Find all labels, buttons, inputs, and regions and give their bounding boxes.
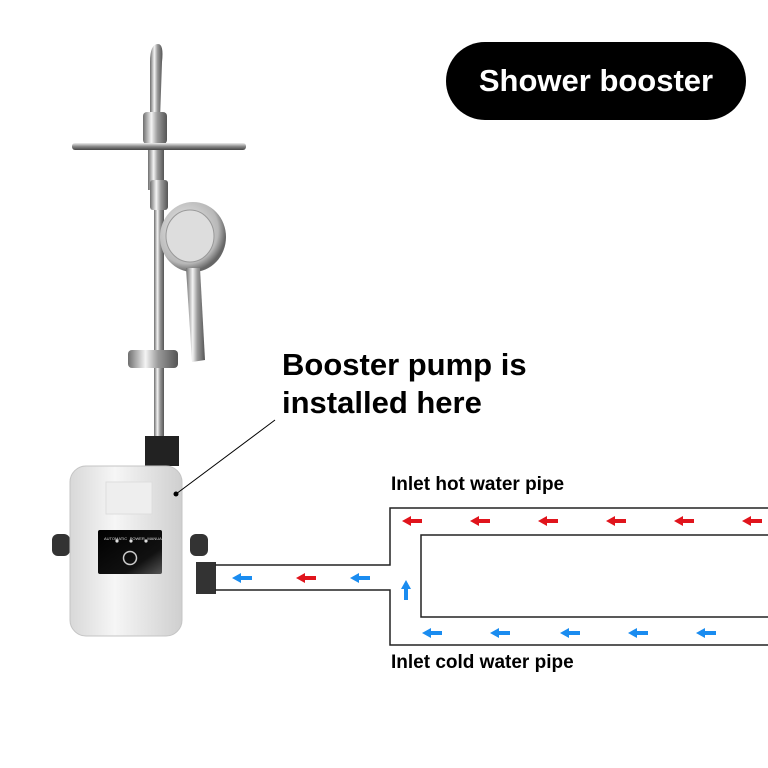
cold-flow-arrow-icon	[560, 628, 580, 638]
callout-line-2: installed here	[282, 385, 482, 420]
cold-flow-arrow-icon	[628, 628, 648, 638]
callout-dot	[173, 491, 179, 497]
cold-flow-up-arrow-icon	[401, 580, 411, 600]
pipe-outline	[215, 507, 768, 646]
hot-flow-arrow-icon	[296, 573, 316, 583]
hot-flow-arrow-icon	[674, 516, 694, 526]
pump-indicator-labels: AUTOMATIC POWER MANUAL	[104, 536, 164, 541]
cold-flow-arrow-icon	[232, 573, 252, 583]
hot-flow-arrow-icon	[402, 516, 422, 526]
pump-power-button[interactable]	[122, 550, 138, 566]
cold-pipe-label: Inlet cold water pipe	[391, 652, 574, 673]
indicator-automatic: AUTOMATIC	[104, 536, 128, 541]
indicator-manual: MANUAL	[147, 536, 164, 541]
title-badge: Shower booster	[446, 42, 746, 120]
hot-flow-arrow-icon	[606, 516, 626, 526]
callout-line-1: Booster pump is	[282, 347, 527, 382]
callout-leader-line	[175, 419, 276, 495]
cold-flow-arrow-icon	[490, 628, 510, 638]
indicator-power: POWER	[129, 536, 145, 541]
hot-flow-arrow-icon	[470, 516, 490, 526]
shower-fixture-illustration	[72, 44, 246, 466]
cold-flow-arrow-icon	[696, 628, 716, 638]
hot-flow-arrow-icon	[742, 516, 762, 526]
booster-pump-illustration	[52, 465, 216, 637]
cold-flow-arrow-icon	[422, 628, 442, 638]
hot-flow-arrow-icon	[538, 516, 558, 526]
hot-pipe-label: Inlet hot water pipe	[391, 474, 565, 495]
pipe-inner-outline	[420, 534, 768, 618]
cold-flow-arrow-icon	[350, 573, 370, 583]
callout-text: Booster pump is installed here	[282, 346, 527, 422]
